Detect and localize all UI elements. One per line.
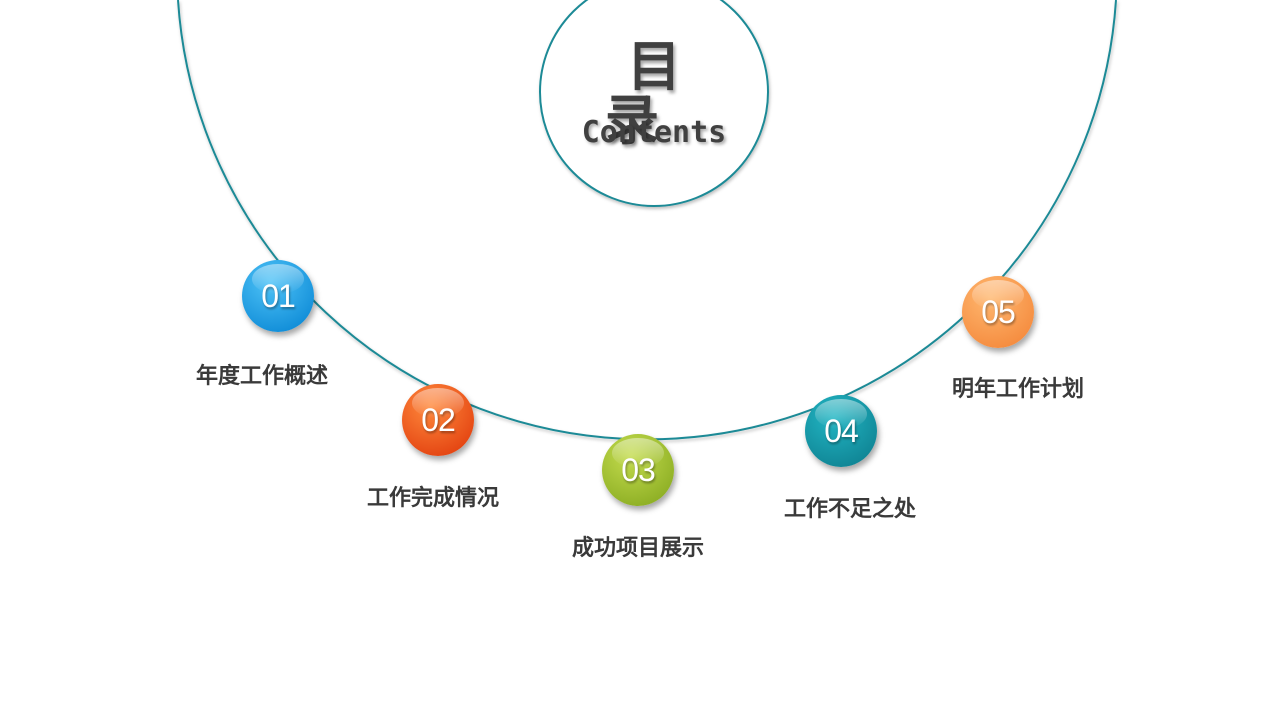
item-05-badge[interactable]: 05 xyxy=(962,276,1034,348)
title-chinese: 目 录 xyxy=(605,35,725,152)
item-03-badge[interactable]: 03 xyxy=(602,434,674,506)
title-english: Contents xyxy=(581,115,727,150)
item-01-number: 01 xyxy=(261,277,296,314)
item-01-label[interactable]: 年度工作概述 xyxy=(195,364,328,389)
item-04-label[interactable]: 工作不足之处 xyxy=(783,497,916,522)
title-circle xyxy=(539,0,769,207)
item-03-label[interactable]: 成功项目展示 xyxy=(571,536,704,561)
item-02-label[interactable]: 工作完成情况 xyxy=(366,486,499,511)
item-04-number: 04 xyxy=(824,412,859,449)
item-04-badge[interactable]: 04 xyxy=(805,395,877,467)
item-01-badge[interactable]: 01 xyxy=(242,260,314,332)
item-02-badge[interactable]: 02 xyxy=(402,384,474,456)
item-05-label[interactable]: 明年工作计划 xyxy=(951,377,1084,402)
item-05-number: 05 xyxy=(981,293,1016,330)
item-03-number: 03 xyxy=(621,451,656,488)
item-02-number: 02 xyxy=(421,401,456,438)
